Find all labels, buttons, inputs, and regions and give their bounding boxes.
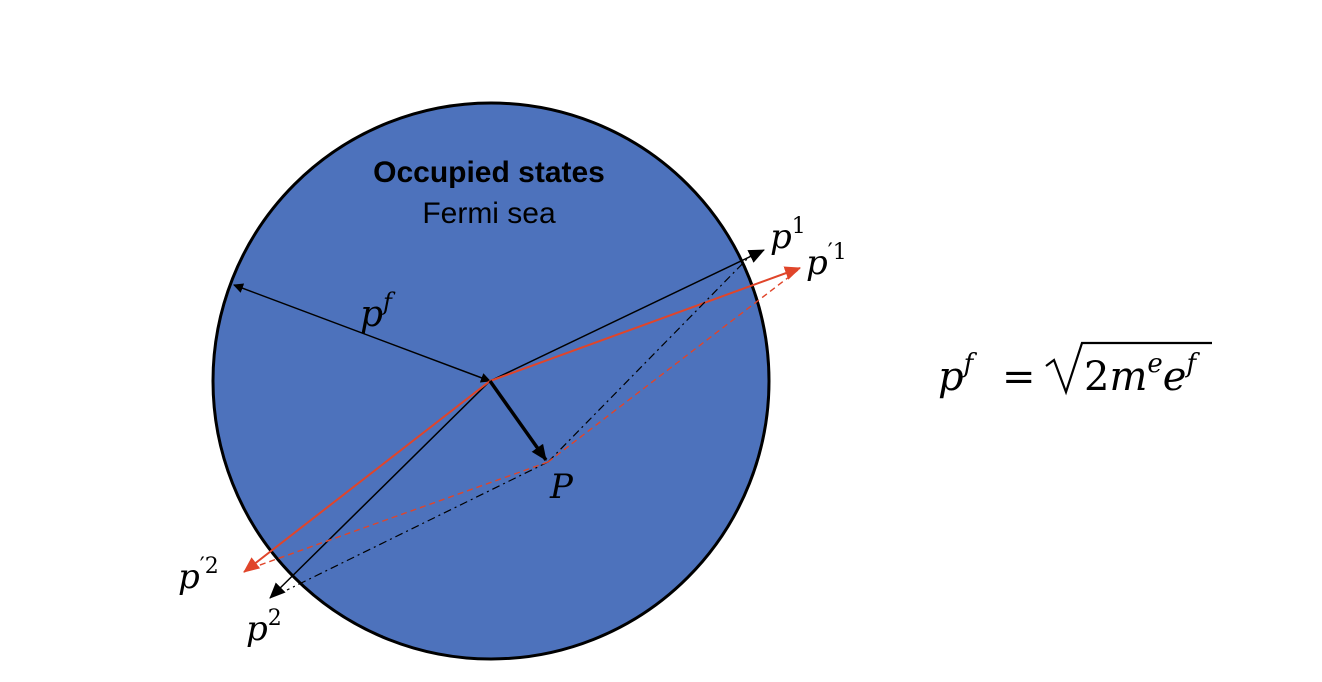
sea-title: Occupied states	[373, 156, 605, 189]
eq-e: e	[1163, 354, 1187, 400]
fermi-momentum-equation: pf = 2meef	[938, 341, 1212, 400]
construction-line-p1	[547, 253, 753, 463]
p1-arrow	[489, 249, 765, 382]
total-momentum-arrow	[488, 379, 548, 462]
total-momentum-label: P	[549, 467, 574, 507]
svg-text:2meef: 2meef	[1084, 349, 1200, 400]
p2prime-label: p′2	[178, 554, 219, 597]
eq-m-sup: e	[1147, 349, 1162, 379]
p2-label: p2	[246, 606, 282, 649]
sea-subtitle: Fermi sea	[422, 197, 556, 230]
p2prime-arrow	[243, 380, 491, 573]
eq-lhs-sup: f	[962, 349, 978, 379]
eq-lhs-base: p	[938, 354, 964, 400]
construction-line-p2prime	[245, 461, 549, 571]
p1prime-label: p′1	[806, 240, 847, 283]
eq-radical-sign	[1045, 341, 1212, 396]
p1prime-arrow	[489, 266, 801, 382]
eq-e-sup: f	[1184, 349, 1200, 379]
p2-arrow	[269, 380, 491, 599]
construction-line-p1prime	[547, 269, 799, 463]
svg-text:pf: pf	[938, 349, 978, 400]
construction-line-p2	[286, 461, 549, 591]
fermi-radius-arrow	[233, 283, 491, 383]
p1-label: p1	[770, 214, 806, 257]
eq-coeff: 2	[1084, 354, 1109, 400]
eq-equals: =	[1002, 354, 1036, 400]
eq-m: m	[1109, 354, 1147, 400]
